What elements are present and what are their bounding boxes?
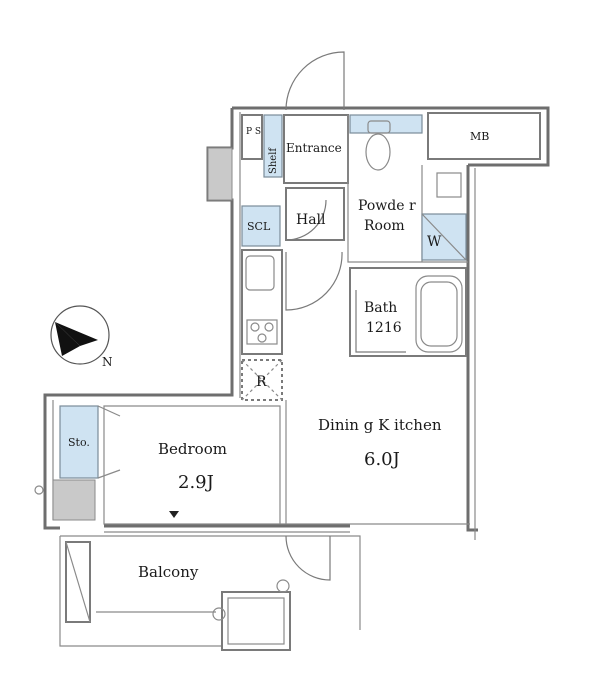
drain-icon-2: [276, 579, 290, 593]
balcony-door: [285, 535, 331, 581]
toilet-shelf: [349, 114, 423, 134]
label-scl: SCL: [247, 220, 271, 233]
label-shelf: Shelf: [268, 147, 279, 174]
scl-storage: [241, 205, 281, 247]
label-ps: P S: [246, 127, 261, 137]
label-dining-kitchen: Dinin g K itchen: [318, 416, 442, 434]
marker-icon: [34, 485, 44, 495]
kitchen-counter: [241, 249, 283, 355]
label-mb: MB: [470, 130, 489, 143]
ps-shaft: [241, 114, 263, 160]
shelf: [263, 114, 283, 178]
bedroom-arrow: [169, 511, 179, 518]
compass-letter: N: [102, 355, 113, 369]
mb-box: [427, 112, 541, 160]
drain-icon: [212, 607, 226, 621]
label-hall: Hall: [296, 212, 326, 228]
label-powder-room-line1: Powde r: [358, 198, 416, 214]
label-bedroom: Bedroom: [158, 440, 227, 458]
label-powder-room-line2: Room: [364, 218, 405, 234]
toilet-icon: [365, 120, 391, 171]
sink-icon: [436, 172, 462, 198]
label-bath: Bath: [364, 300, 397, 316]
sto-storage: [59, 405, 99, 479]
bath-door: [355, 290, 406, 353]
kitchen-door: [285, 251, 343, 311]
wall-column-lower: [52, 479, 96, 521]
entrance-door: [285, 51, 345, 111]
wall-column: [207, 147, 233, 201]
label-balcony: Balcony: [138, 563, 199, 581]
bath-area: [349, 267, 467, 357]
label-bath-size: 1216: [366, 320, 402, 336]
label-entrance: Entrance: [286, 141, 342, 155]
compass: N: [50, 305, 113, 369]
r-box: [241, 359, 283, 401]
kitchen-sink-icon: [245, 255, 275, 291]
label-bedroom-size: 2.9J: [178, 472, 214, 493]
label-w: W: [427, 234, 442, 250]
hall-door: [285, 199, 327, 241]
label-r: R: [256, 374, 267, 390]
label-dining-kitchen-size: 6.0J: [364, 449, 400, 470]
label-sto: Sto.: [68, 436, 90, 449]
hall-area: [285, 187, 345, 241]
bathtub-icon: [415, 275, 463, 353]
stove-icon: [246, 319, 278, 345]
outdoor-unit: [221, 591, 291, 651]
